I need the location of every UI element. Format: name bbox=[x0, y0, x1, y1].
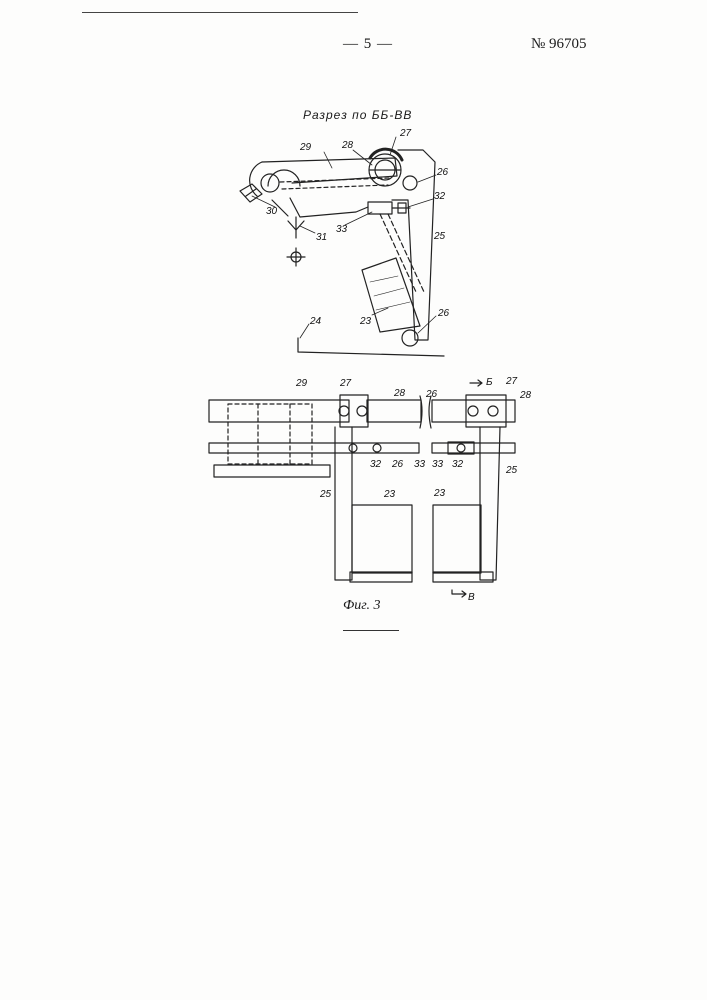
label-31: 31 bbox=[316, 232, 327, 243]
section-marker-v: В bbox=[468, 592, 475, 603]
dashed-link-bottom bbox=[282, 185, 388, 189]
clamp-bolt-left-2 bbox=[357, 406, 367, 416]
rod-26-lower bbox=[402, 330, 418, 346]
leader-lines bbox=[252, 137, 436, 338]
rod-top-mid bbox=[367, 400, 421, 422]
label-29-lower: 29 bbox=[295, 378, 308, 389]
clamp-33-right bbox=[457, 444, 465, 452]
housing-29-dashed bbox=[228, 404, 312, 464]
label-33-upper: 33 bbox=[336, 224, 348, 235]
label-28-lower-right: 28 bbox=[519, 390, 532, 401]
frame-25-right bbox=[480, 427, 500, 580]
label-26-lower-upper: 26 bbox=[437, 308, 450, 319]
section-view-upper bbox=[240, 149, 444, 356]
pad-23-right bbox=[433, 505, 481, 573]
label-23-upper: 23 bbox=[359, 316, 372, 327]
rod-top-right bbox=[432, 400, 515, 422]
section-marker-b: Б bbox=[486, 377, 493, 388]
label-25-upper: 25 bbox=[433, 231, 446, 242]
plan-view-lower bbox=[209, 380, 515, 597]
clamp-bolt-right bbox=[468, 406, 478, 416]
hook-arc bbox=[268, 170, 300, 186]
label-23-lower-right: 23 bbox=[433, 488, 446, 499]
label-32-upper: 32 bbox=[434, 191, 446, 202]
bottom-rule bbox=[343, 630, 399, 631]
lever-31 bbox=[290, 198, 368, 217]
clamp-bolt-right-2 bbox=[488, 406, 498, 416]
label-32-lower-right: 32 bbox=[452, 459, 464, 470]
label-27-upper: 27 bbox=[399, 128, 412, 139]
label-26-lower-mid: 26 bbox=[391, 459, 404, 470]
label-29-upper: 29 bbox=[299, 142, 312, 153]
label-28-lower-left: 28 bbox=[393, 388, 406, 399]
base-24 bbox=[298, 338, 444, 356]
rod-26-upper bbox=[403, 176, 417, 190]
strap-dashed-2 bbox=[388, 214, 424, 292]
rod-top-left bbox=[209, 400, 349, 422]
label-27-lower-left: 27 bbox=[339, 378, 352, 389]
clamp-33-left bbox=[373, 444, 381, 452]
clamp-32-left bbox=[349, 444, 357, 452]
label-25-lower-right: 25 bbox=[505, 465, 518, 476]
label-32-lower-left: 32 bbox=[370, 459, 382, 470]
label-26-lower-left: 26 bbox=[425, 389, 438, 400]
label-27-lower-right: 27 bbox=[505, 376, 518, 387]
section-arrow-b bbox=[470, 380, 482, 386]
rod-mid-left bbox=[209, 443, 419, 453]
label-30: 30 bbox=[266, 206, 278, 217]
label-33-lower-left: 33 bbox=[414, 459, 426, 470]
label-25-lower-left: 25 bbox=[319, 489, 332, 500]
pad-23-left bbox=[352, 505, 412, 573]
section-arrow-v bbox=[452, 590, 466, 597]
label-26-upper: 26 bbox=[436, 167, 449, 178]
label-24: 24 bbox=[309, 316, 322, 327]
nut-line bbox=[246, 189, 256, 196]
rod-bottom-left bbox=[214, 465, 330, 477]
label-33-lower-right: 33 bbox=[432, 459, 444, 470]
label-23-lower-left: 23 bbox=[383, 489, 396, 500]
figure-caption: Фиг. 3 bbox=[343, 598, 381, 614]
break-line-2 bbox=[429, 396, 431, 428]
label-28-upper: 28 bbox=[341, 140, 354, 151]
arm-29-hook bbox=[250, 162, 262, 196]
hook-pin bbox=[261, 174, 279, 192]
